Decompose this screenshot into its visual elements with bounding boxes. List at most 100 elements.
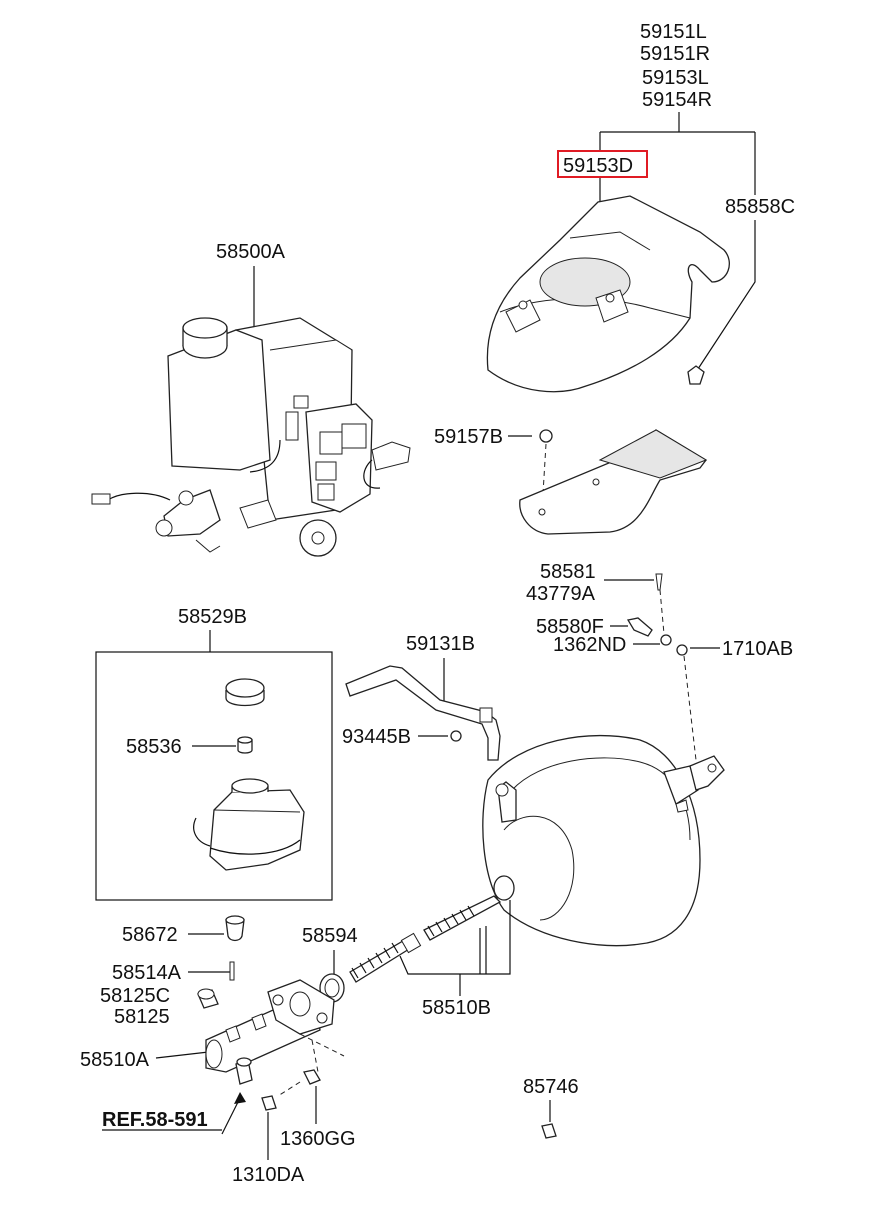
label-58529B[interactable]: 58529B <box>178 606 247 628</box>
brake-booster-group <box>482 734 725 947</box>
hydraulic-block-top <box>269 339 353 351</box>
ref-arrow-line <box>221 1097 241 1135</box>
solenoid-1 <box>319 431 343 455</box>
clevis-pin-group: 58581 43779A 58580F 1362ND 1710AB <box>526 561 793 761</box>
label-58125C[interactable]: 58125C <box>100 985 170 1007</box>
lower-shield-group: 59157B <box>434 426 708 535</box>
reservoir-kit-group: 58529B 58536 <box>95 606 333 901</box>
plug-85746[interactable] <box>541 1123 557 1139</box>
vacuum-hose-59131B[interactable] <box>345 665 501 761</box>
clamp-93445B[interactable] <box>450 730 462 742</box>
cylinder-end <box>205 1039 223 1069</box>
highlight-box-59153D <box>557 150 648 178</box>
bolt-85858C[interactable] <box>687 365 705 385</box>
label-58581[interactable]: 58581 <box>540 561 596 583</box>
reservoir-cap-58529B[interactable] <box>225 678 265 698</box>
flange-hole-1 <box>272 994 284 1006</box>
label-1360GG[interactable]: 1360GG <box>280 1128 356 1150</box>
ref-arrow-head <box>234 1092 246 1104</box>
pressure-switch-top <box>236 1057 252 1067</box>
clevis-pin-58580F[interactable] <box>626 617 653 637</box>
nut-1360GG[interactable] <box>303 1069 321 1085</box>
label-59151R[interactable]: 59151R <box>640 43 710 65</box>
stud-axis <box>299 1033 345 1073</box>
hose-clamp <box>479 707 493 723</box>
solenoid-2 <box>341 423 367 449</box>
grommet-58672[interactable] <box>225 919 245 942</box>
leader-59151 <box>599 112 756 195</box>
port-1 <box>225 1025 241 1043</box>
pump-motor-hub <box>311 531 325 545</box>
label-58125[interactable]: 58125 <box>114 1006 170 1028</box>
vacuum-port-ring <box>495 783 509 797</box>
inlet-port <box>155 519 173 537</box>
sensor-stem <box>285 411 299 441</box>
label-59153L[interactable]: 59153L <box>642 67 709 89</box>
label-58510B[interactable]: 58510B <box>422 997 491 1019</box>
master-cylinder-group: 58594 58672 58514A 58125C 58125 58510A <box>80 915 358 1186</box>
o-ring-58594-inner <box>324 978 340 998</box>
label-58514A[interactable]: 58514A <box>112 962 182 984</box>
label-85858C[interactable]: 85858C <box>725 196 795 218</box>
reservoir-wire <box>193 817 211 847</box>
rod-collar <box>400 932 422 954</box>
reservoir-lower-rim <box>209 839 301 855</box>
label-59154R[interactable]: 59154R <box>642 89 712 111</box>
inlet-tab <box>195 539 221 553</box>
reservoir-kit-box <box>95 651 333 901</box>
hydraulic-unit-group: 58500A <box>91 241 411 557</box>
label-ref-58-591[interactable]: REF.58-591 <box>102 1109 208 1131</box>
heat-shield-hole-right <box>605 293 615 303</box>
lower-shield-hole-2 <box>538 508 546 516</box>
clevis-axis <box>683 655 697 761</box>
washer-1310DA[interactable] <box>261 1095 277 1111</box>
booster-seal-ring <box>493 875 515 901</box>
lower-shield-hole-1 <box>592 478 600 486</box>
label-1362ND[interactable]: 1362ND <box>553 634 626 656</box>
wire-harness-right <box>363 459 381 489</box>
flange-hole-2 <box>316 1012 328 1024</box>
label-85746[interactable]: 85746 <box>523 1076 579 1098</box>
label-59157B[interactable]: 59157B <box>434 426 503 448</box>
heat-shield-hole-left <box>518 300 528 310</box>
pin-58514A[interactable] <box>229 961 235 981</box>
split-pin-43779A[interactable] <box>655 573 663 591</box>
port-2 <box>251 1013 267 1031</box>
label-43779A[interactable]: 43779A <box>526 583 596 605</box>
spring-coils-lower <box>351 942 399 979</box>
clip-59157B[interactable] <box>539 429 553 443</box>
vacuum-hose-group: 59131B 93445B <box>342 633 501 761</box>
label-59131B[interactable]: 59131B <box>406 633 475 655</box>
label-93445B[interactable]: 93445B <box>342 726 411 748</box>
label-1710AB[interactable]: 1710AB <box>722 638 793 660</box>
solenoid-3 <box>315 461 337 481</box>
clevis-hole <box>707 763 717 773</box>
reservoir-seam <box>213 809 301 813</box>
lower-heat-shield-flange <box>598 429 708 479</box>
label-59153D[interactable]: 59153D <box>563 155 633 177</box>
label-58536[interactable]: 58536 <box>126 736 182 758</box>
label-58580F[interactable]: 58580F <box>536 616 604 638</box>
nut-axis <box>277 1081 301 1097</box>
push-rod-clevis <box>689 755 725 791</box>
label-1310DA[interactable]: 1310DA <box>232 1164 305 1186</box>
label-58672[interactable]: 58672 <box>122 924 178 946</box>
label-58500A[interactable]: 58500A <box>216 241 286 263</box>
leader-58510B-bracket <box>399 900 511 975</box>
seal-58125-top <box>197 988 215 1000</box>
nut-1710AB[interactable] <box>676 644 688 656</box>
sensor-wire-left <box>107 492 171 501</box>
label-58594[interactable]: 58594 <box>302 925 358 947</box>
brake-line <box>249 439 281 473</box>
spring-coils-upper <box>427 905 475 937</box>
label-59151L[interactable]: 59151L <box>640 21 707 43</box>
label-58510A[interactable]: 58510A <box>80 1049 150 1071</box>
brake-fluid-reservoir[interactable] <box>209 789 305 871</box>
washer-1362ND[interactable] <box>660 634 672 646</box>
solenoid-4 <box>317 483 335 501</box>
split-pin-axis <box>659 589 665 635</box>
sensor-plug-left <box>91 493 111 505</box>
abs-reservoir[interactable] <box>167 329 271 471</box>
stud <box>675 799 689 813</box>
grommet-58672-top <box>225 915 245 925</box>
